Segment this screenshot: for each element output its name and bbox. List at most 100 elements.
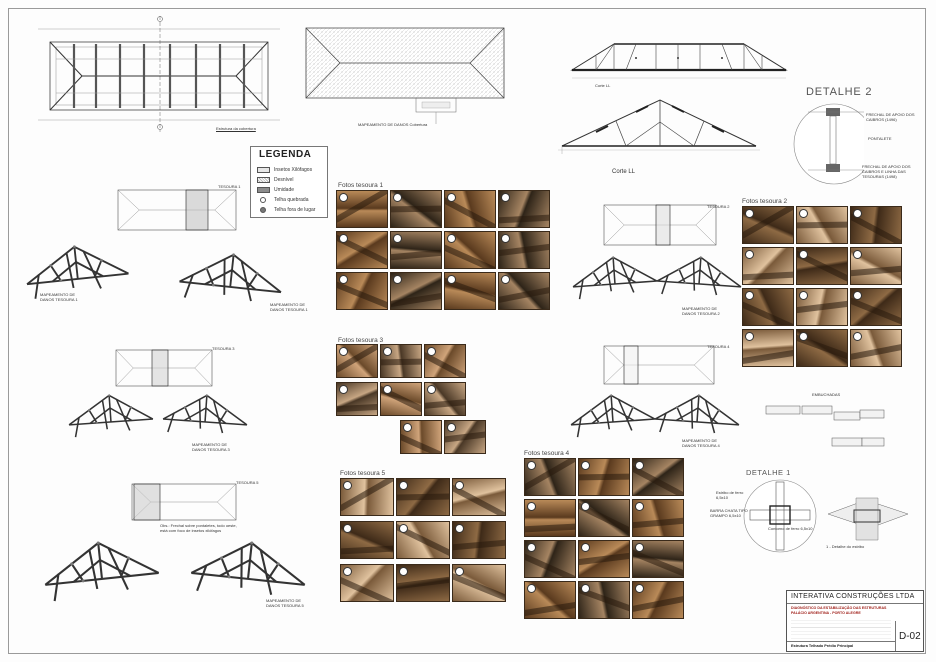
- photo-thumbnail: [796, 206, 848, 244]
- photo-number-badge: [399, 567, 408, 576]
- photo-thumbnail: [742, 329, 794, 367]
- photo-number-badge: [339, 275, 348, 284]
- photo-thumbnail: [336, 190, 388, 228]
- photo-number-badge: [745, 291, 754, 300]
- roof-cover-plan: [305, 27, 505, 124]
- photo-beam: [633, 549, 683, 577]
- photo-beam: [797, 221, 847, 230]
- barra-label: BARRA CHATA TIPO GRAMPO 6,5x10: [710, 508, 748, 518]
- t3-map-label: MAPEAMENTO DE DANOS TESOURA 3: [192, 442, 230, 452]
- photo-thumbnail: [444, 231, 496, 269]
- legend-swatch-desnivel: [257, 177, 270, 183]
- photo-number-badge: [581, 543, 590, 552]
- photo-beam: [633, 517, 683, 529]
- photo-number-badge: [853, 209, 862, 218]
- photo-thumbnail: [336, 344, 378, 378]
- photo-number-badge: [581, 584, 590, 593]
- title-block: INTERATIVA CONSTRUÇÕES LTDA DIAGNÓSTICO …: [786, 590, 924, 652]
- photo-thumbnail: [578, 581, 630, 619]
- t5-note: Obs.: Frechal sobre pontaletes, todo oes…: [160, 523, 237, 533]
- photo-beam: [499, 286, 549, 305]
- photo-number-badge: [799, 332, 808, 341]
- photo-thumbnail: [452, 564, 506, 602]
- photo-beam: [341, 545, 393, 555]
- photo-thumbnail: [578, 458, 630, 496]
- photo-number-badge: [393, 193, 402, 202]
- project-line2: PALÁCIO ARGENTINA - PORTO ALEGRE: [791, 611, 861, 615]
- photo-number-badge: [383, 385, 392, 394]
- photo-number-badge: [635, 584, 644, 593]
- photo-number-badge: [527, 461, 536, 470]
- photo-beam: [453, 572, 505, 601]
- frechal-linha-label: FRECHAL DE APOIO DOS CAIBROS E LINHA DAS…: [862, 164, 911, 179]
- photo-beam: [851, 213, 901, 243]
- photo-beam: [445, 431, 485, 443]
- photo-number-badge: [343, 524, 352, 533]
- photo-thumbnail: [390, 190, 442, 228]
- photo-thumbnail: [336, 382, 378, 416]
- photo-beam: [337, 281, 387, 309]
- sheet-border: [8, 8, 926, 654]
- photo-number-badge: [745, 209, 754, 218]
- photo-beam: [499, 243, 549, 257]
- photo-beam: [743, 301, 793, 325]
- t4-map-label: MAPEAMENTO DE DANOS TESOURA 4: [682, 438, 720, 448]
- photo-number-badge: [853, 291, 862, 300]
- detalhe1-3d: [827, 497, 909, 541]
- photo-number-badge: [635, 543, 644, 552]
- photo-thumbnail: [742, 288, 794, 326]
- company-name: INTERATIVA CONSTRUÇÕES LTDA: [791, 593, 915, 600]
- photo-thumbnail: [444, 190, 496, 228]
- photo-thumbnail: [444, 420, 486, 454]
- photo-thumbnail: [400, 420, 442, 454]
- detalhe1-title: DETALHE 1: [746, 468, 791, 477]
- photo-thumbnail: [850, 288, 902, 326]
- t1-map-b-label: MAPEAMENTO DE DANOS TESOURA 1: [270, 302, 308, 312]
- photo-number-badge: [339, 193, 348, 202]
- photo-number-badge: [399, 481, 408, 490]
- photo-beam: [445, 244, 495, 268]
- legend-swatch-umidade: [257, 187, 270, 193]
- photo-beam: [401, 433, 441, 453]
- photo-thumbnail: [850, 206, 902, 244]
- photos-t1-title: Fotos tesoura 1: [338, 182, 384, 189]
- corte-ll-small-label: Corte LL: [595, 83, 611, 88]
- legend: LEGENDA Insetos Xilófagos Desnível Umida…: [250, 146, 328, 218]
- legend-item: Desnível: [257, 177, 327, 184]
- photos-t4-title: Fotos tesoura 4: [524, 450, 570, 457]
- photo-beam: [525, 523, 575, 533]
- photo-beam: [391, 249, 441, 261]
- photo-thumbnail: [498, 190, 550, 228]
- photo-beam: [633, 465, 683, 495]
- roof-cover-label: MAPEAMENTO DE DANOS Cobertura: [358, 122, 428, 127]
- photo-number-badge: [853, 250, 862, 259]
- photo-number-badge: [427, 347, 436, 356]
- photo-beam: [579, 473, 629, 482]
- photo-number-badge: [343, 481, 352, 490]
- photo-number-badge: [447, 193, 456, 202]
- title-block-fields: [791, 617, 891, 639]
- photo-thumbnail: [380, 382, 422, 416]
- legend-item: Umidade: [257, 187, 327, 194]
- photo-number-badge: [635, 502, 644, 511]
- photo-thumbnail: [742, 206, 794, 244]
- corte-ll-section: [558, 99, 760, 154]
- photo-beam: [397, 493, 449, 502]
- photo-beam: [743, 349, 793, 366]
- photo-beam: [797, 300, 847, 314]
- photo-beam: [525, 601, 575, 618]
- photo-thumbnail: [340, 564, 394, 602]
- photo-thumbnail: [396, 521, 450, 559]
- photos-t5-title: Fotos tesoura 5: [340, 470, 386, 477]
- photo-beam: [391, 205, 441, 214]
- photo-thumbnail: [498, 231, 550, 269]
- project-line1: DIAGNÓSTICO DA ESTABILIZAÇÃO DAS ESTRUTU…: [791, 606, 887, 610]
- photo-beam: [525, 553, 575, 577]
- photo-beam: [445, 197, 495, 227]
- photo-thumbnail: [524, 458, 576, 496]
- t3-plan-label: TESOURA 3: [212, 346, 235, 351]
- photo-thumbnail: [340, 521, 394, 559]
- photo-beam: [341, 577, 393, 601]
- photo-number-badge: [527, 543, 536, 552]
- photo-thumbnail: [632, 581, 684, 619]
